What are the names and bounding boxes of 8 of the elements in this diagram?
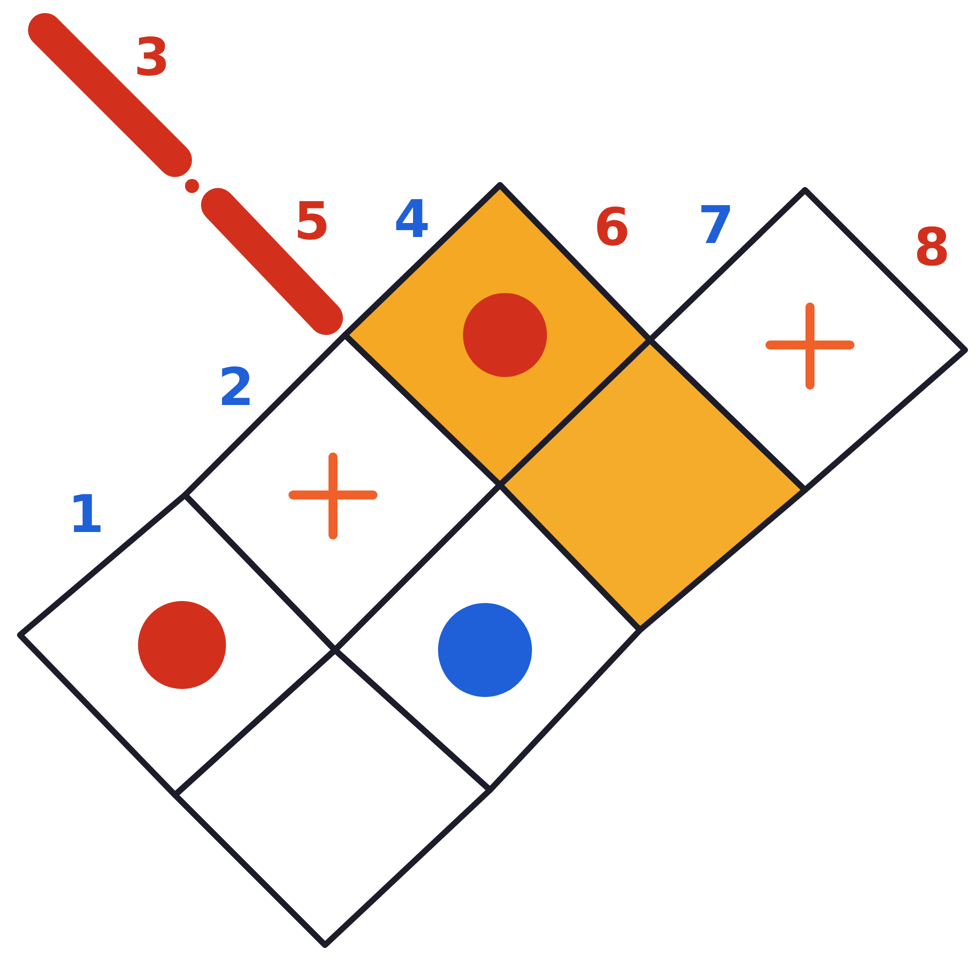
- number-label: 3: [134, 32, 170, 84]
- number-label: 1: [68, 489, 104, 541]
- number-label: 6: [594, 202, 630, 254]
- number-label: 5: [294, 196, 330, 248]
- number-label: 4: [394, 194, 430, 246]
- number-label: 8: [914, 222, 950, 274]
- number-label: 2: [218, 362, 254, 414]
- number-label: 7: [698, 200, 734, 252]
